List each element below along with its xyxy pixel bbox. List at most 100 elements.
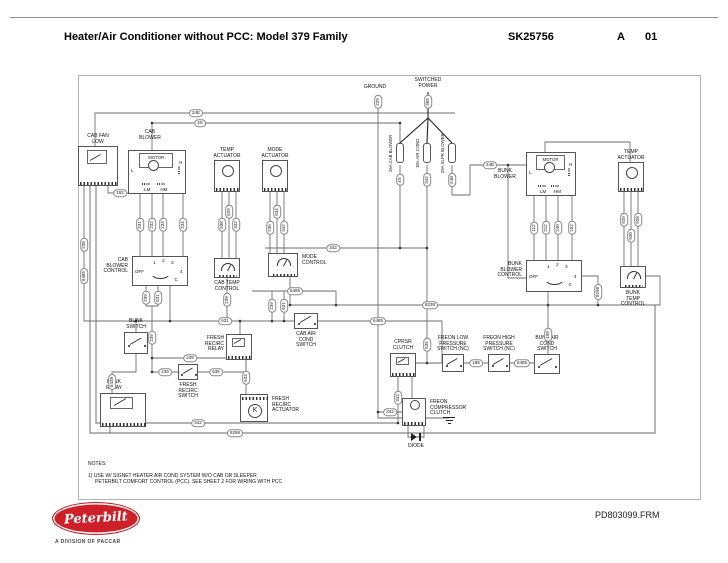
wire-label-368: 368 <box>424 95 432 109</box>
wire-label-239: 239 <box>142 291 150 305</box>
wire-label-239: 239 <box>148 331 156 345</box>
wire-label-239: 239 <box>158 368 172 376</box>
fresh-recirc-actuator-box: K <box>240 394 268 422</box>
diode-label: DIODE <box>408 443 424 449</box>
wire-label-238: 238 <box>80 238 88 252</box>
bunk-switch-box <box>124 332 148 354</box>
fuse-air-cond-label: 10A AIR COND <box>415 138 420 168</box>
wire-label-5485: 5485 <box>513 359 531 367</box>
peterbilt-logo: Peterbilt <box>52 502 140 535</box>
mode-actuator-box <box>262 160 288 192</box>
doc-number: SK25756 <box>508 31 554 43</box>
wire-label-24B: 24B <box>482 161 498 169</box>
wire-label-635: 635 <box>209 368 223 376</box>
wire-label-152: 152 <box>568 221 576 235</box>
wire-label-929: 929 <box>620 213 628 227</box>
wire-label-231: 231 <box>136 218 144 232</box>
wire-label-6485: 6485 <box>286 287 304 295</box>
wire-label-342: 342 <box>232 218 240 232</box>
wire-label-8238: 8238 <box>421 301 439 309</box>
wire-label-236: 236 <box>266 221 274 235</box>
wire-label-192: 192 <box>113 189 127 197</box>
fresh-recirc-switch-box <box>178 364 198 380</box>
wire-label-239: 239 <box>223 293 231 307</box>
notes-heading: NOTES: <box>88 461 107 467</box>
revision: A <box>617 31 625 43</box>
cab-temp-control-box <box>214 258 240 278</box>
diode-box <box>410 433 422 441</box>
wire-label-535: 535 <box>423 338 431 352</box>
freon-low-pressure-switch-box <box>442 354 464 372</box>
wire-label-342: 342 <box>280 221 288 235</box>
note-line-2: PETERBILT COMFORT CONTROL (PCC). SEE SHE… <box>95 479 283 485</box>
brand-name: Peterbilt <box>63 509 129 528</box>
diagram-frame <box>78 75 701 500</box>
wire-label-342: 342 <box>383 408 397 416</box>
mode-control-box <box>268 253 298 277</box>
ground-ref-label: GROUND <box>363 84 387 90</box>
wire-label-498: 498 <box>544 328 552 342</box>
wire-label-631: 631 <box>154 291 162 305</box>
division-text: A DIVISION OF PACCAR <box>55 539 121 545</box>
wire-label-188: 188 <box>469 359 483 367</box>
wire-label-6485: 6485 <box>80 267 88 285</box>
fresh-recirc-relay-box <box>226 334 252 360</box>
wire-label-342: 342 <box>326 244 340 252</box>
file-name: PD803099.FRM <box>595 510 660 520</box>
fuse-cab-blower-box <box>396 143 404 163</box>
wire-label-930: 930 <box>627 229 635 243</box>
wire-label-631: 631 <box>218 317 232 325</box>
ground-symbol-box <box>443 417 455 425</box>
bunk-air-cond-switch-box <box>534 354 560 374</box>
wire-label-629: 629 <box>225 205 233 219</box>
cprsr-clutch-box <box>390 353 416 377</box>
wire-label-212: 212 <box>542 221 550 235</box>
wire-label-4S: 4S <box>396 174 404 186</box>
wire-label-239: 239 <box>268 299 276 313</box>
freon-high-pressure-switch-box <box>488 354 510 372</box>
wire-label-6485: 6485 <box>369 317 387 325</box>
wire-label-342: 342 <box>191 419 205 427</box>
fuse-cab-blower-label: 25A CAB BLOWER <box>388 134 393 172</box>
page-title: Heater/Air Conditioner without PCC: Mode… <box>64 31 348 43</box>
wire-label-240: 240 <box>554 221 562 235</box>
fuse-slpr-blower-label: 25A SLPR BLOWER <box>440 133 445 173</box>
wire-label-633: 633 <box>242 371 250 385</box>
cab-fan-low-box <box>78 146 118 186</box>
wire-label-229: 229 <box>374 95 382 109</box>
wire-label-24E: 24E <box>188 109 204 117</box>
header-rule <box>10 17 718 18</box>
cab-air-cond-switch-box <box>294 313 318 329</box>
note-line-1: 1) USE W/ SIGNET HEATER AIR COND SYSTEM … <box>88 473 257 479</box>
cab-temp-actuator-box <box>214 160 240 192</box>
fuse-slpr-blower-box <box>448 143 456 163</box>
wire-label-342: 342 <box>423 173 431 187</box>
wire-label-8298: 8298 <box>594 283 602 301</box>
bunk-temp-control-box <box>620 266 646 288</box>
wire-label-6438: 6438 <box>108 373 116 391</box>
wire-label-8298: 8298 <box>226 429 244 437</box>
